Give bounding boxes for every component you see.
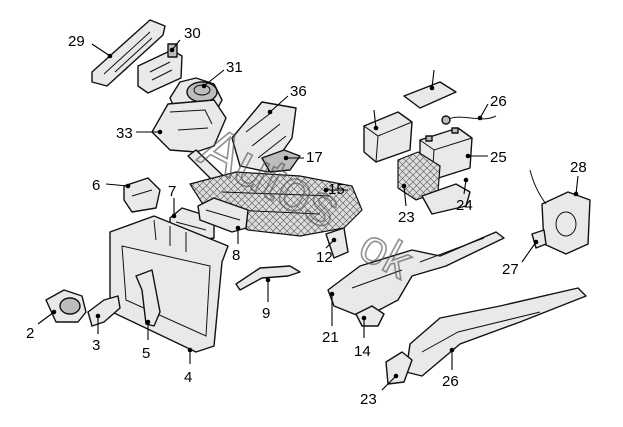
part-36-lid bbox=[403, 81, 457, 109]
callout-8: 8 bbox=[232, 247, 240, 264]
part-8-duct bbox=[197, 197, 249, 233]
callout-30: 33 bbox=[116, 125, 133, 142]
callout-17: 24 bbox=[456, 197, 473, 214]
callout-6: 6 bbox=[92, 177, 100, 194]
part-14-bracket bbox=[355, 305, 385, 327]
callout-11: 17 bbox=[306, 149, 323, 166]
callout-15: 23 bbox=[398, 209, 415, 226]
callout-2: 2 bbox=[26, 325, 34, 342]
part-13-beam bbox=[325, 227, 505, 319]
callout-layer: 29 30 31 33 36 17 15 26 25 23 bbox=[26, 25, 587, 408]
part-21-cable bbox=[441, 115, 497, 125]
part-5-bracket bbox=[135, 269, 161, 327]
callout-27: 29 bbox=[68, 33, 85, 50]
part-23-plate bbox=[385, 351, 413, 385]
callout-26: 26 bbox=[442, 373, 459, 390]
callout-14: 14 bbox=[354, 343, 371, 360]
callout-23: 23 bbox=[360, 391, 377, 408]
callout-5: 5 bbox=[142, 345, 150, 362]
callout-12: 12 bbox=[316, 249, 333, 266]
part-33-cover bbox=[363, 111, 413, 163]
callout-28: 30 bbox=[184, 25, 201, 42]
callout-7: 7 bbox=[168, 183, 176, 200]
part-27-bracket bbox=[91, 19, 166, 87]
part-3-bracket bbox=[87, 295, 121, 327]
callout-4: 4 bbox=[184, 369, 192, 386]
part-9-rod bbox=[235, 265, 301, 291]
part-17-holder bbox=[421, 183, 471, 215]
part-2-mount bbox=[45, 289, 87, 323]
callout-21: 26 bbox=[490, 93, 507, 110]
part-6-bracket bbox=[123, 177, 161, 213]
callout-18: 25 bbox=[490, 149, 507, 166]
callout-13: 21 bbox=[322, 329, 339, 346]
part-11-vent bbox=[261, 149, 301, 173]
part-26-rail bbox=[405, 287, 587, 377]
callout-31: 36 bbox=[290, 83, 307, 100]
callout-24: 27 bbox=[502, 261, 519, 278]
callout-10: 15 bbox=[328, 181, 345, 198]
callout-3: 3 bbox=[92, 337, 100, 354]
callout-29: 31 bbox=[226, 59, 243, 76]
callout-25: 28 bbox=[570, 159, 587, 176]
callout-9: 9 bbox=[262, 305, 270, 322]
